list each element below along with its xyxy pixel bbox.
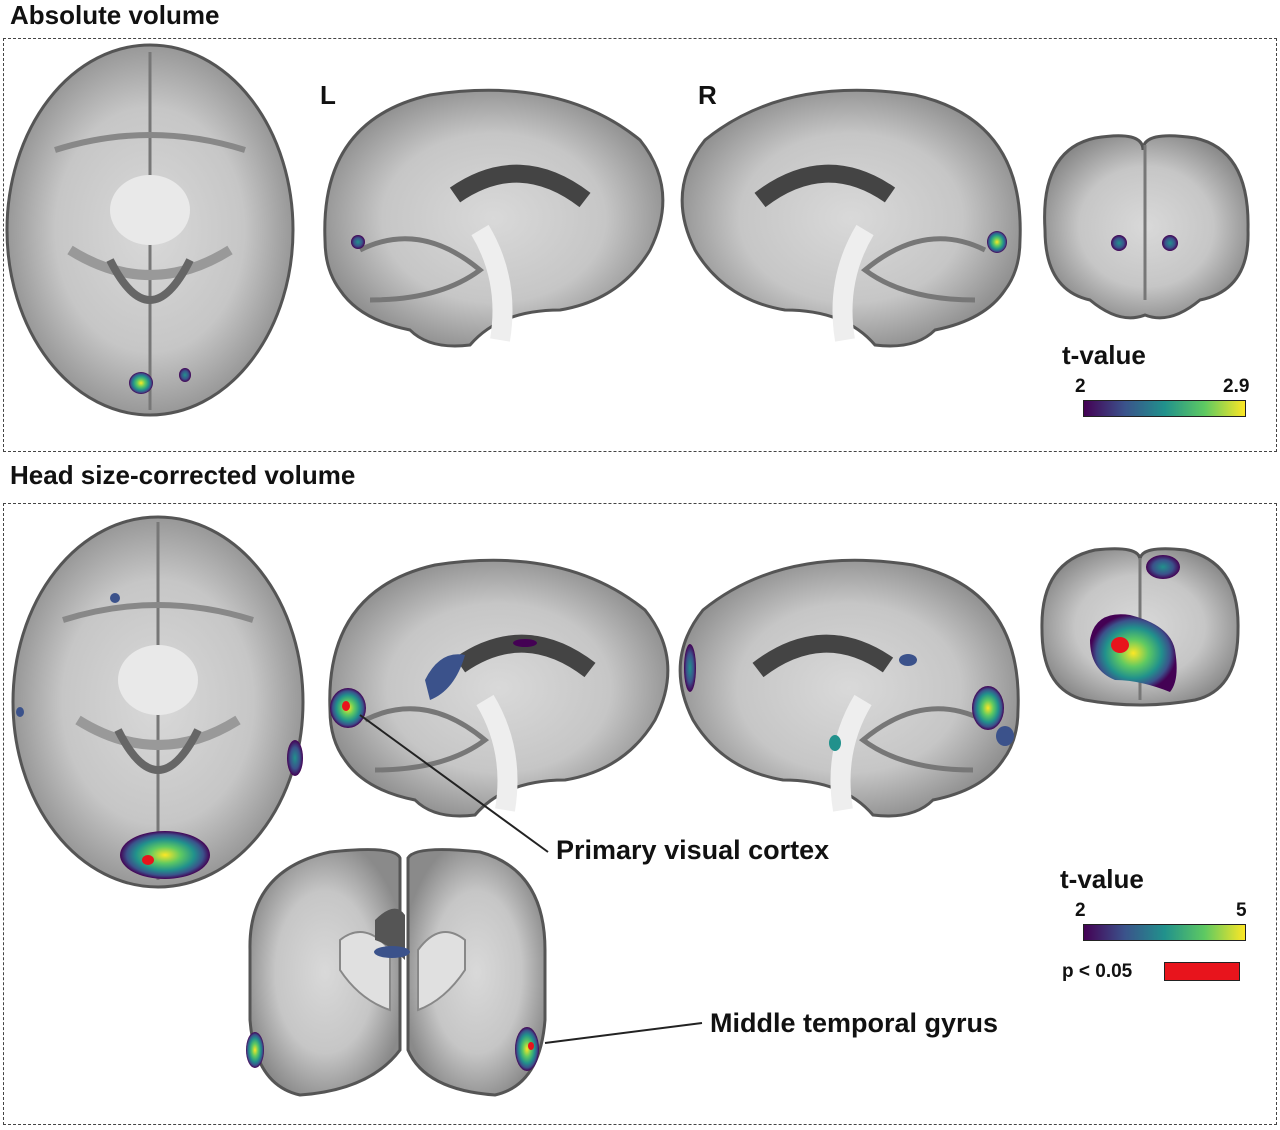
significance-label: p < 0.05 [1062,961,1133,982]
sagittal-slice-right-absolute [680,88,1022,348]
visual-cortex-pointer [359,714,549,853]
coronal-slice-corrected [1040,547,1240,707]
significant-region [142,855,154,865]
absolute-legend-min: 2 [1075,376,1086,397]
activation-blob [287,740,303,776]
sagittal-slice-left-corrected [328,558,670,818]
activation-blob [110,593,120,603]
sagittal-slice-right-corrected [678,558,1020,818]
significant-region [1111,637,1129,653]
significance-swatch [1164,962,1240,981]
activation-blob [374,946,410,958]
primary-visual-cortex-label: Primary visual cortex [556,835,830,865]
activation-blob [1111,235,1127,251]
absolute-legend-max: 2.9 [1223,376,1250,397]
significant-region [342,701,350,711]
activation-blob [829,735,841,751]
activation-blob [972,686,1004,730]
axial-slice-corrected [11,515,305,889]
activation-blob [16,707,24,717]
middle-temporal-gyrus-label: Middle temporal gyrus [710,1008,999,1038]
corrected-legend-title: t-value [1060,864,1144,894]
activation-blob [425,654,465,700]
activation-blob [351,235,365,249]
activation-blob [1090,614,1177,692]
axial-slice-absolute [5,43,295,417]
coronal-slice-mid-corrected [246,848,547,1097]
activation-blob [515,1027,539,1071]
activation-blob [996,726,1014,746]
absolute-legend-title: t-value [1062,340,1146,370]
activation-blob [120,831,210,879]
activation-blob [684,644,696,692]
temporal-gyrus-pointer [544,1022,703,1044]
corrected-legend-min: 2 [1075,900,1086,921]
activation-blob [1162,235,1178,251]
activation-blob [513,639,537,647]
coronal-slice-absolute [1043,134,1250,320]
corrected-colorbar [1083,924,1246,941]
activation-blob [987,231,1007,253]
right-hemisphere-label: R [698,80,717,110]
corrected-legend-max: 5 [1236,900,1247,921]
left-hemisphere-label: L [320,80,336,110]
activation-blob [246,1032,264,1068]
sagittal-slice-left-absolute [323,88,665,348]
absolute-colorbar [1083,400,1246,417]
significant-region [528,1042,534,1050]
activation-blob [899,654,917,666]
corrected-volume-panel [3,503,1277,1125]
corrected-volume-title: Head size-corrected volume [10,460,356,490]
activation-blob [1146,555,1180,579]
absolute-volume-title: Absolute volume [10,0,220,30]
absolute-volume-panel [3,38,1277,452]
activation-blob [179,368,191,382]
activation-blob [129,372,153,394]
